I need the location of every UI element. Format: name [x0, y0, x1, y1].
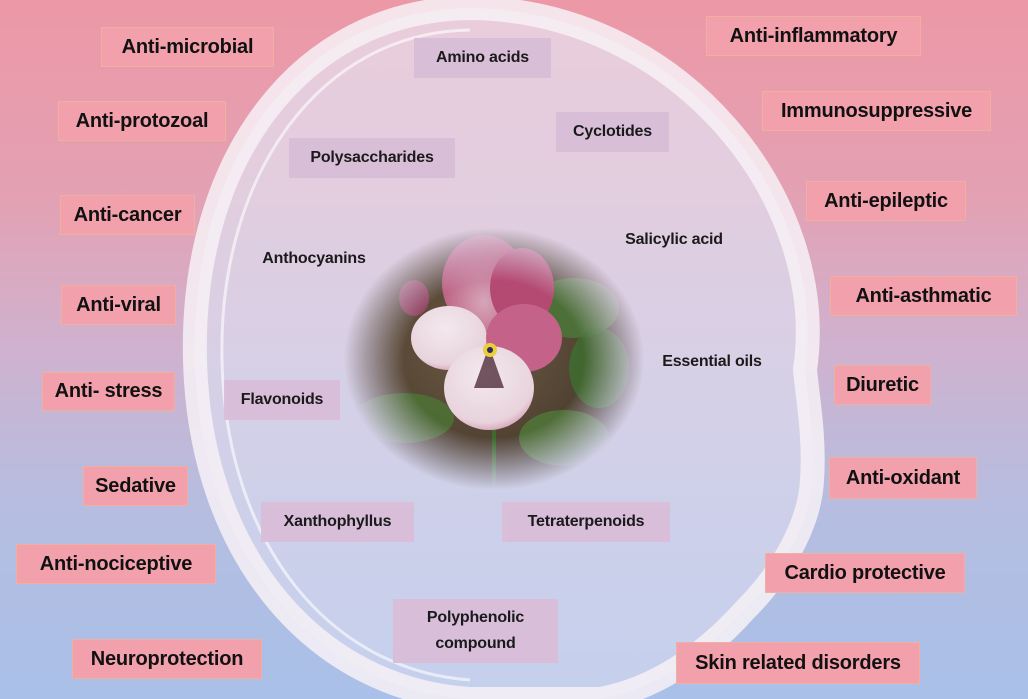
- activity-cardio-protective: Cardio protective: [765, 553, 965, 593]
- activity-sedative: Sedative: [83, 466, 188, 506]
- compound-anthocyanins: Anthocyanins: [244, 240, 384, 278]
- compound-salicylic-acid: Salicylic acid: [606, 221, 742, 259]
- activity-anti-inflammatory: Anti-inflammatory: [706, 16, 921, 56]
- compound-polysaccharides: Polysaccharides: [289, 138, 455, 178]
- compound-xanthophyllus: Xanthophyllus: [261, 502, 414, 542]
- compound-essential-oils: Essential oils: [643, 343, 781, 381]
- compound-cyclotides: Cyclotides: [556, 112, 669, 152]
- activity-anti-protozoal: Anti-protozoal: [58, 101, 226, 141]
- compound-tetraterpenoids: Tetraterpenoids: [502, 502, 670, 542]
- activity-diuretic: Diuretic: [834, 365, 931, 405]
- activity-neuroprotection: Neuroprotection: [72, 639, 262, 679]
- activity-anti-nociceptive: Anti-nociceptive: [16, 544, 216, 584]
- activity-anti-stress: Anti- stress: [42, 372, 175, 411]
- activity-anti-microbial: Anti-microbial: [101, 27, 274, 67]
- activity-skin-related-disorders: Skin related disorders: [676, 642, 920, 684]
- compound-polyphenolic: Polyphenolic compound: [393, 599, 558, 663]
- activity-immunosuppressive: Immunosuppressive: [762, 91, 991, 131]
- activity-anti-oxidant: Anti-oxidant: [829, 457, 977, 499]
- activity-anti-cancer: Anti-cancer: [60, 195, 195, 235]
- activity-anti-epileptic: Anti-epileptic: [806, 181, 966, 221]
- compound-amino-acids: Amino acids: [414, 38, 551, 78]
- pansy-flower-image: [344, 228, 644, 490]
- activity-anti-viral: Anti-viral: [61, 285, 176, 325]
- activity-anti-asthmatic: Anti-asthmatic: [830, 276, 1017, 316]
- compound-flavonoids: Flavonoids: [224, 380, 340, 420]
